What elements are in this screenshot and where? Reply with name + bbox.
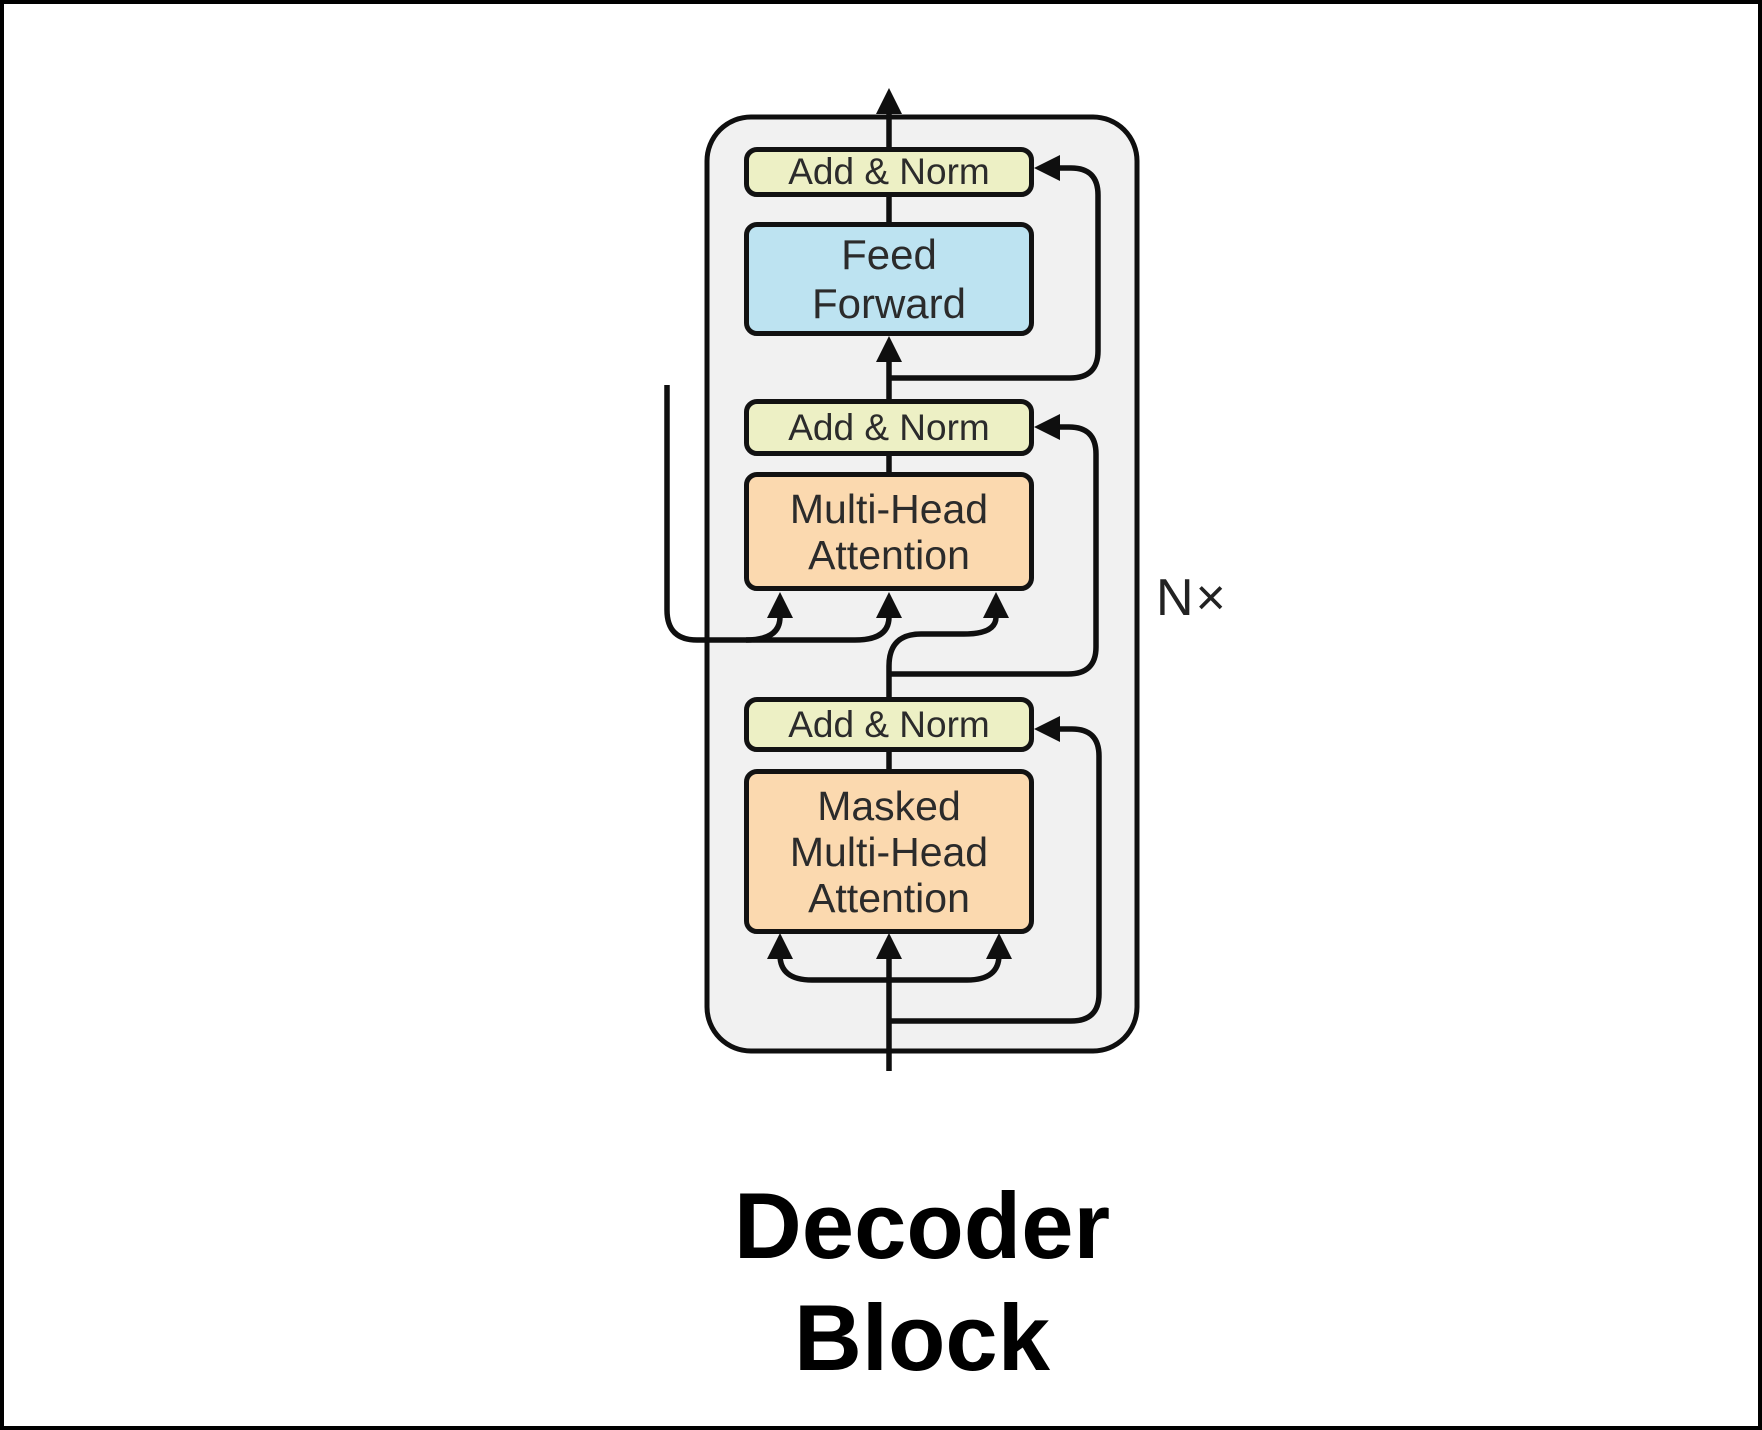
multi-head-attention-label: Multi-Head Attention — [789, 485, 989, 578]
masked-mha-right-branch — [889, 954, 1002, 983]
masked-multi-head-attention-box: Masked Multi-Head Attention — [744, 769, 1034, 934]
connector-lines — [664, 110, 1102, 1071]
arrowheads — [767, 88, 1060, 959]
encoder-output-line — [664, 385, 855, 643]
mha-residual-arrowhead — [1034, 414, 1060, 440]
mha-v-branch — [854, 616, 892, 643]
add-and-norm-middle-label: Add & Norm — [788, 406, 990, 448]
mha-q-arrowhead — [983, 592, 1009, 618]
ff-residual-skip-line — [889, 165, 1101, 381]
masked-residual-arrowhead — [1034, 716, 1060, 742]
mha-k-branch — [745, 616, 783, 643]
add-and-norm-box-middle: Add & Norm — [744, 399, 1034, 456]
add-and-norm-bottom-label: Add & Norm — [788, 703, 990, 745]
figure-title: Decoder Block — [733, 1173, 1111, 1390]
ff-input-arrowhead — [876, 336, 902, 362]
feed-forward-box: Feed Forward — [744, 222, 1034, 336]
decoder-layer-container-outline — [704, 114, 1140, 1054]
multi-head-attention-box: Multi-Head Attention — [744, 472, 1034, 591]
output-arrowhead — [876, 88, 902, 114]
mha-k-arrowhead — [767, 592, 793, 618]
masked-multi-head-attention-label: Masked Multi-Head Attention — [789, 782, 989, 921]
add-and-norm-box-top: Add & Norm — [744, 147, 1034, 197]
masked-left-arrowhead — [767, 933, 793, 959]
mha-v-arrowhead — [876, 592, 902, 618]
mha-query-line — [886, 616, 999, 697]
n-times-label: N× — [1156, 569, 1228, 627]
masked-right-arrowhead — [986, 933, 1012, 959]
add-and-norm-box-bottom: Add & Norm — [744, 697, 1034, 752]
ff-residual-arrowhead — [1034, 155, 1060, 181]
masked-mha-residual-skip-line — [889, 726, 1102, 1024]
feed-forward-label: Feed Forward — [811, 231, 967, 327]
masked-mha-left-branch — [777, 954, 889, 983]
mha-residual-skip-line — [889, 424, 1099, 677]
input-arrowhead — [876, 933, 902, 959]
add-and-norm-top-label: Add & Norm — [788, 151, 990, 192]
